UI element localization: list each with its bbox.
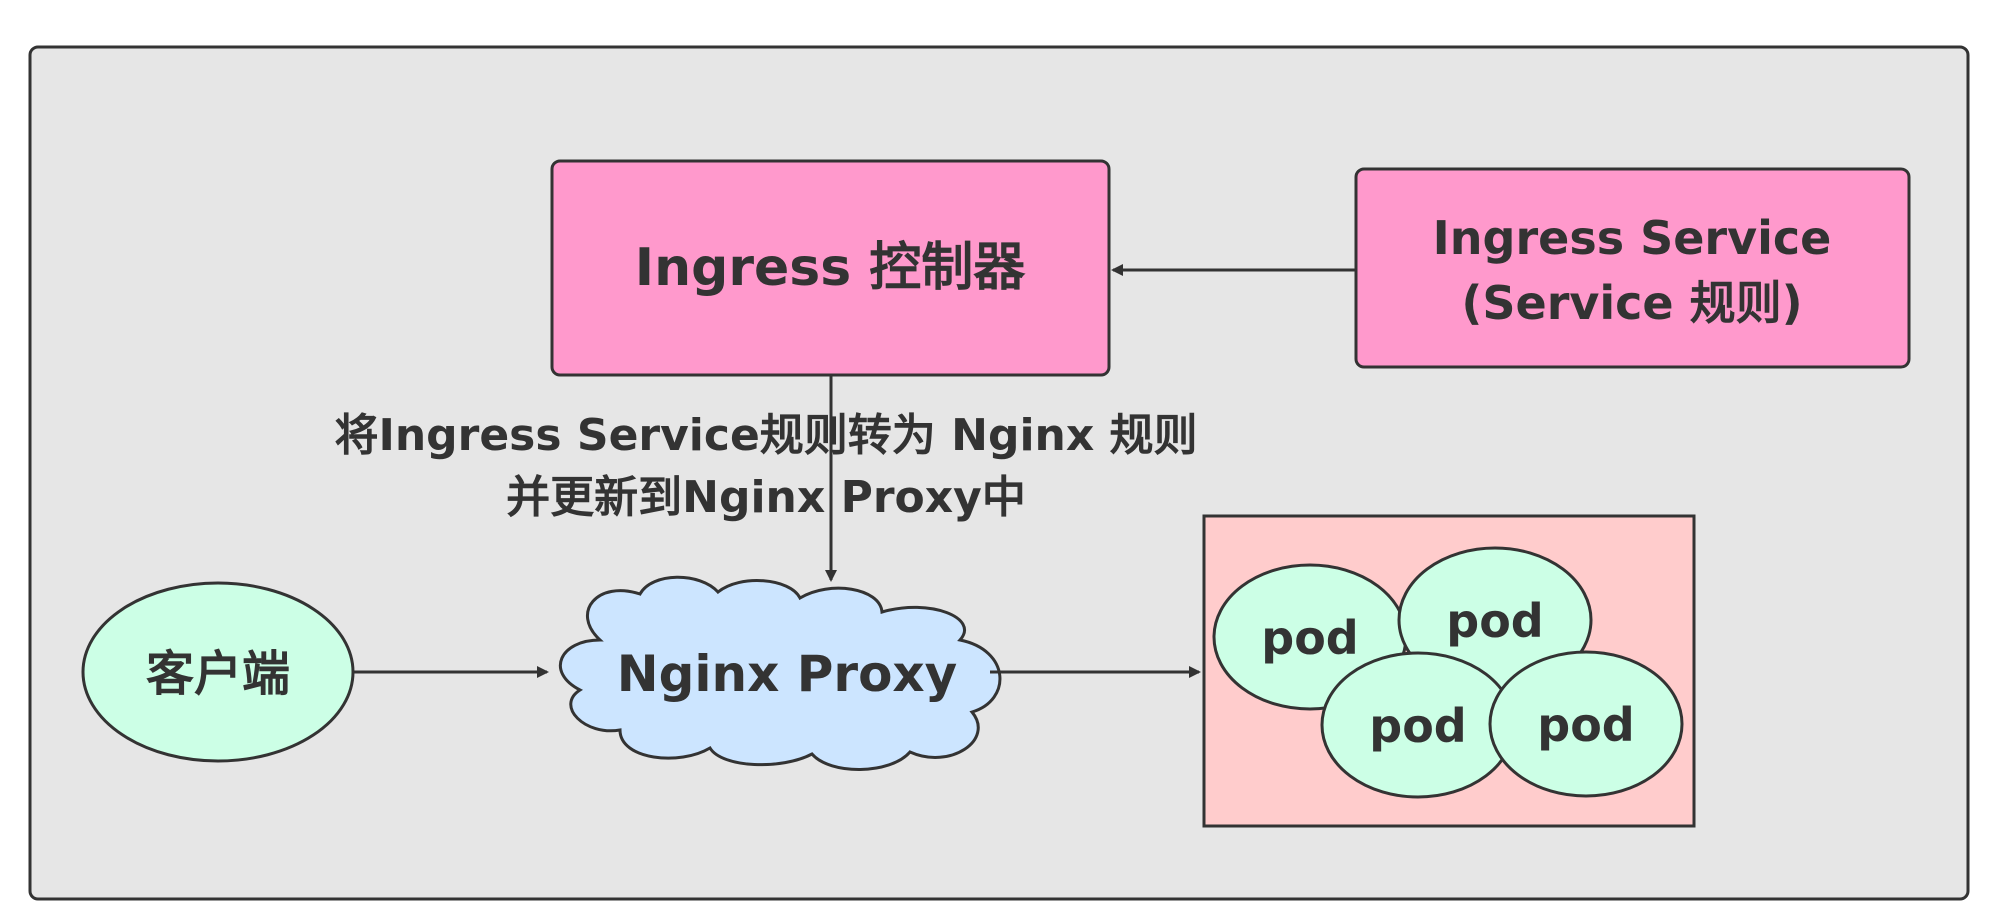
nginx-proxy-cloud xyxy=(558,575,1002,771)
annotation-line2: 并更新到Nginx Proxy中 xyxy=(506,472,1026,523)
client-node: 客户端 xyxy=(81,581,355,763)
pod-label: pod xyxy=(1261,611,1358,665)
ingress-service-node: Ingress Service (Service 规则) xyxy=(1354,167,1911,369)
nginx-proxy-node: Nginx Proxy xyxy=(558,575,1002,771)
annotation-line1: 将Ingress Service规则转为 Nginx 规则 xyxy=(334,410,1197,461)
client-label: 客户端 xyxy=(146,646,290,702)
pod-ellipse xyxy=(1488,650,1684,798)
ingress-controller-node: Ingress 控制器 xyxy=(550,159,1111,377)
nginx-proxy-label: Nginx Proxy xyxy=(617,645,958,703)
pod-label: pod xyxy=(1446,594,1543,648)
ingress-service-label-line2: (Service 规则) xyxy=(1461,276,1802,330)
ingress-controller-label: Ingress 控制器 xyxy=(635,238,1027,298)
pod-group: pod pod pod pod xyxy=(1202,514,1696,828)
pod-label: pod xyxy=(1369,699,1466,753)
ingress-service-label-line1: Ingress Service xyxy=(1433,211,1832,265)
pod-label: pod xyxy=(1537,698,1634,752)
ingress-service-box xyxy=(1354,167,1911,369)
